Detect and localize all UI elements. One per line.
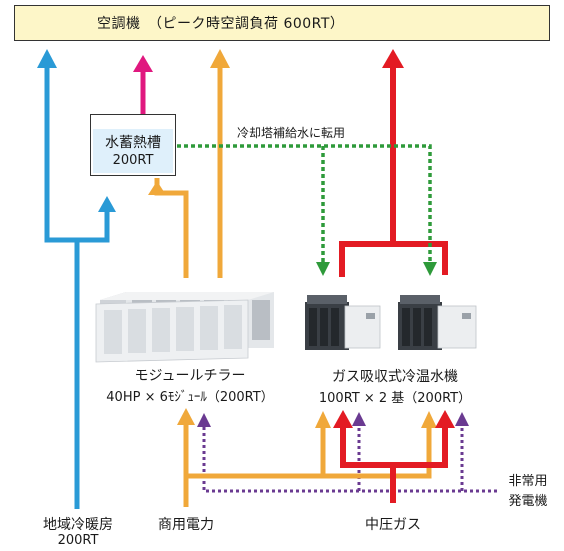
district-heating-label: 地域冷暖房 [43, 517, 113, 533]
module-chiller-spec: 40HP × 6ﾓｼﾞｭｰﾙ（200RT） [106, 390, 274, 405]
absorption-chiller-name: ガス吸収式冷温水機 [332, 369, 458, 385]
commercial-power-arrowheads [148, 49, 437, 428]
emergency-power-line [202, 425, 497, 493]
absorption-chiller-spec: 100RT × 2 基（200RT） [318, 391, 472, 406]
storage-supply-line [133, 55, 153, 114]
absorption-chiller-image-1 [305, 295, 381, 350]
district-heating-capacity: 200RT [57, 533, 99, 548]
cooling-tower-water-line [177, 144, 432, 264]
module-chiller-name: モジュールチラー [134, 368, 246, 384]
storage-tank-water [93, 129, 173, 173]
commercial-power-label: 商用電力 [158, 517, 214, 533]
air-conditioner-box: 空調機 （ピーク時空調負荷 600RT） [14, 5, 550, 41]
emergency-generator-label-line1: 非常用 [508, 474, 548, 489]
emergency-power-arrowheads [197, 412, 469, 427]
module-chiller-image [95, 292, 274, 363]
district-cooling-arrowheads [37, 49, 116, 212]
gas-line [339, 66, 448, 503]
air-conditioner-title: 空調機 （ピーク時空調負荷 600RT） [97, 16, 345, 32]
storage-tank-capacity: 200RT [112, 153, 154, 168]
absorption-chiller-image-2 [398, 295, 477, 350]
storage-tank-box: 水蓄熱槽 200RT [90, 114, 176, 176]
cooling-tower-water-arrowheads [316, 262, 437, 276]
medium-pressure-gas-label: 中圧ガス [365, 517, 421, 533]
storage-tank-title: 水蓄熱槽 [105, 135, 161, 151]
cooling-tower-note: 冷却塔補給水に転用 [237, 126, 346, 140]
district-cooling-line [44, 66, 110, 509]
gas-arrowheads [333, 49, 455, 428]
emergency-generator-label-line2: 発電機 [508, 494, 548, 509]
